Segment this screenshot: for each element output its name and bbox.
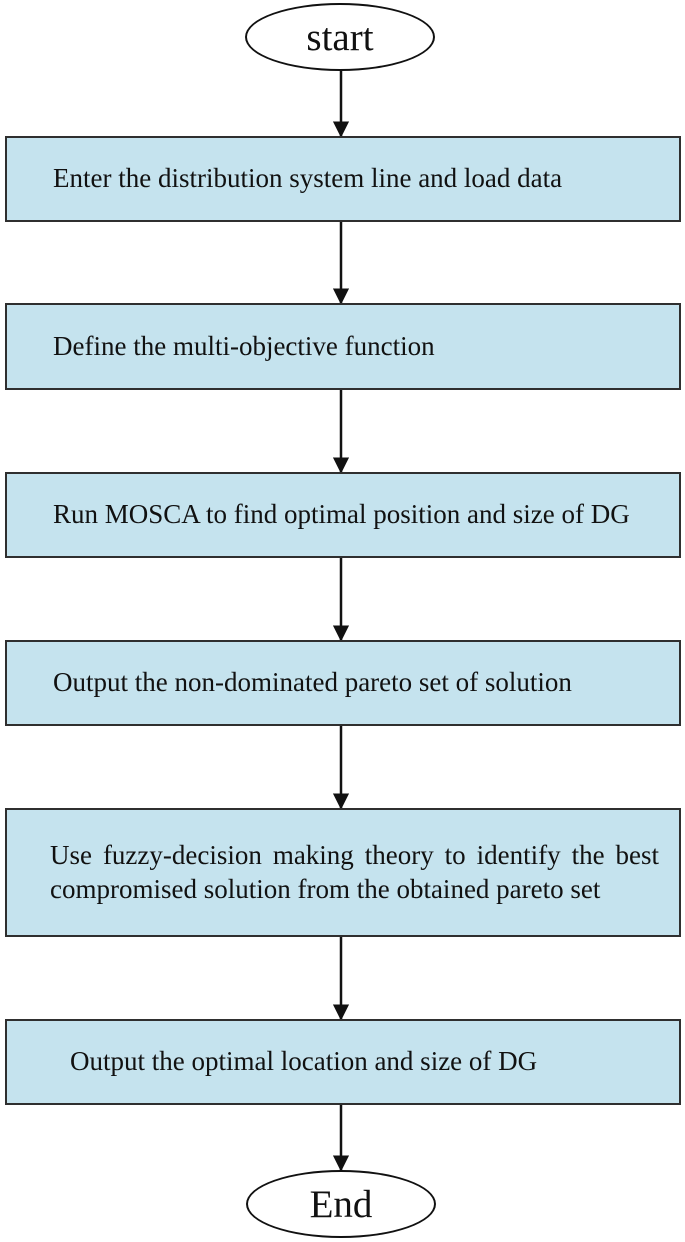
step-6-box: Output the optimal location and size of … [5,1019,681,1105]
step-6-text: Output the optimal location and size of … [70,1046,538,1077]
step-3-text: Run MOSCA to find optimal position and s… [53,499,630,530]
step-1-box: Enter the distribution system line and l… [5,136,681,222]
end-label: End [309,1182,373,1226]
step-3-box: Run MOSCA to find optimal position and s… [5,472,681,558]
start-terminal: start [245,3,435,71]
step-4-text: Output the non-dominated pareto set of s… [53,667,572,698]
step-2-text: Define the multi-objective function [53,330,435,361]
step-1-text: Enter the distribution system line and l… [53,163,563,194]
step-4-box: Output the non-dominated pareto set of s… [5,640,681,726]
start-label: start [306,15,374,59]
step-5-text: Use fuzzy-decision making theory to iden… [50,839,659,904]
step-2-box: Define the multi-objective function [5,303,681,390]
step-5-box: Use fuzzy-decision making theory to iden… [5,808,681,937]
end-terminal: End [246,1170,436,1238]
